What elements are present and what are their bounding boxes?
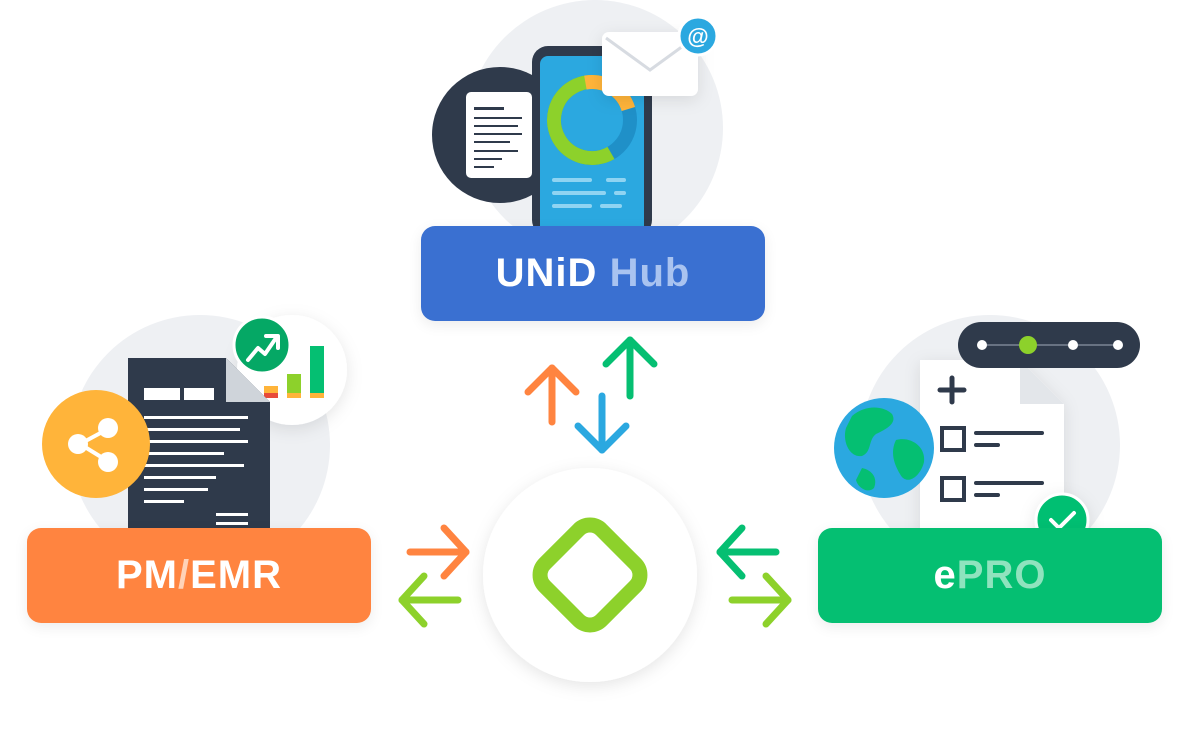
checklist-document-icon — [920, 360, 1064, 535]
emr-label: EMR — [190, 553, 282, 597]
hub-label-sub: Hub — [609, 251, 691, 295]
arrow-left-green-icon — [716, 524, 780, 580]
step-progress-icon — [958, 322, 1140, 368]
hub-label-main: UNiD — [495, 251, 598, 295]
arrow-up-green-icon — [602, 336, 658, 400]
diamond-logo-icon — [532, 517, 648, 633]
pm-label-separator: / — [177, 553, 191, 597]
pm-illustration — [42, 315, 347, 530]
epro-illustration — [834, 322, 1140, 548]
share-icon — [42, 390, 150, 498]
arrow-left-lime-icon — [398, 572, 462, 628]
mail-icon — [602, 32, 698, 96]
arrow-right-orange-icon — [406, 524, 470, 580]
bar-chart-icon — [264, 346, 324, 398]
arrow-up-orange-icon — [524, 364, 580, 426]
central-node — [483, 468, 697, 682]
epro-label-sub: PRO — [956, 553, 1047, 597]
at-badge: @ — [677, 15, 719, 57]
arrow-right-lime-icon — [728, 572, 792, 628]
at-badge-text: @ — [687, 24, 708, 49]
hub-label-box: UNiD Hub — [421, 226, 765, 321]
arrow-down-blue-icon — [574, 392, 630, 454]
pm-emr-label-box: PM/EMR — [27, 528, 371, 623]
document-icon — [466, 92, 532, 178]
globe-icon — [834, 398, 934, 498]
pm-label-main: PM — [115, 553, 178, 597]
trend-up-icon — [232, 315, 292, 375]
center-circle — [483, 468, 697, 682]
hub-illustration: @ — [432, 15, 719, 236]
document-dark-icon — [128, 358, 270, 530]
epro-label-main: e — [933, 553, 957, 597]
